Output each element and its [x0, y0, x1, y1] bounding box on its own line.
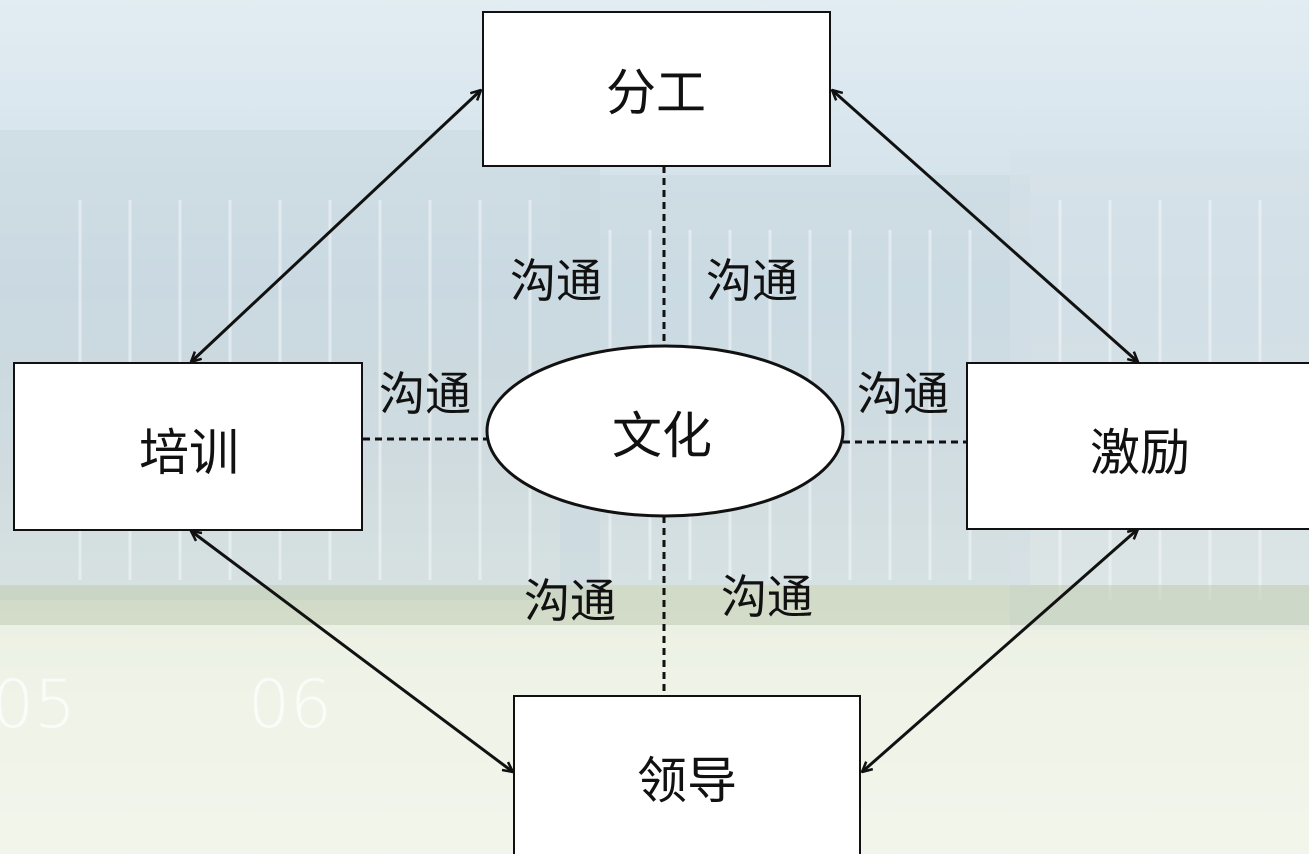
arrow-bottom-left — [191, 531, 513, 772]
edge-label-bottom-right: 沟通 — [721, 570, 813, 624]
edge-label-right: 沟通 — [857, 367, 949, 421]
arrow-bottom-right — [862, 529, 1138, 772]
edge-label-top-left: 沟通 — [510, 254, 602, 308]
node-left-label: 培训 — [139, 424, 239, 482]
node-left: 培训 — [13, 362, 363, 531]
node-bottom-label: 领导 — [637, 752, 737, 810]
edge-label-left: 沟通 — [379, 367, 471, 421]
node-bottom: 领导 — [513, 695, 861, 854]
edge-label-bottom-left: 沟通 — [524, 574, 616, 628]
edge-label-top-right: 沟通 — [706, 254, 798, 308]
watermark-text: 05 — [0, 666, 76, 743]
arrow-top-right — [832, 90, 1138, 362]
node-right: 激励 — [966, 362, 1309, 530]
arrow-top-left — [191, 90, 481, 362]
node-right-label: 激励 — [1090, 424, 1190, 482]
node-top: 分工 — [482, 11, 831, 167]
node-center-label: 文化 — [612, 407, 712, 465]
node-top-label: 分工 — [606, 64, 706, 122]
node-center: 文化 — [485, 344, 845, 518]
